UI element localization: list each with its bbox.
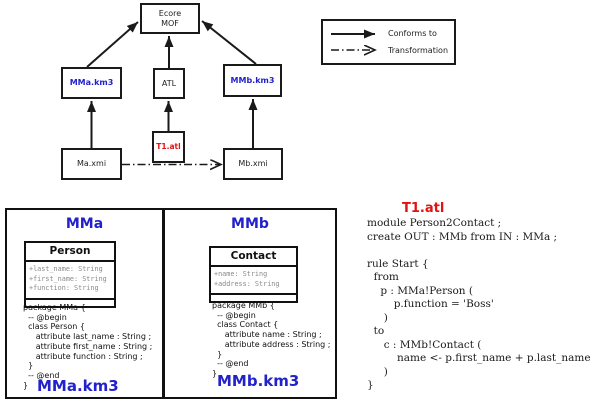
- node-label: Ecore: [158, 8, 182, 18]
- metamodel-panel: MMa Person +last_name: String+first_name…: [5, 208, 337, 399]
- node-t1-atl: T1.atl: [152, 131, 185, 163]
- list-item: +last_name: String: [29, 265, 103, 273]
- solid-arrow-icon: [331, 29, 375, 39]
- legend-row-transformation: Transformation: [329, 44, 448, 56]
- class-name: Person: [26, 243, 114, 262]
- uml-class-person: Person +last_name: String+first_name: St…: [24, 241, 116, 308]
- mma-column: MMa Person +last_name: String+first_name…: [7, 210, 162, 397]
- node-ma-xmi: Ma.xmi: [61, 148, 122, 180]
- mmb-km3-file-label: MMb.km3: [217, 372, 300, 390]
- node-atl: ATL: [153, 68, 185, 99]
- mmb-column: MMb Contact +name: String+address: Strin…: [165, 210, 335, 397]
- uml-class-contact: Contact +name: String+address: String: [209, 246, 298, 303]
- node-label: MOF: [161, 18, 179, 28]
- node-ecore-mof: Ecore MOF: [140, 3, 200, 34]
- list-item: +function: String: [29, 284, 99, 292]
- atl-code-listing: module Person2Contact ; create OUT : MMb…: [367, 217, 591, 391]
- node-mma-km3: MMa.km3: [61, 67, 122, 99]
- mmb-title: MMb: [231, 216, 269, 232]
- panel-divider: [162, 210, 165, 397]
- class-attributes: +name: String+address: String: [211, 267, 296, 295]
- legend-box: Conforms to Transformation: [321, 19, 456, 65]
- node-mb-xmi: Mb.xmi: [223, 148, 283, 180]
- dash-dot-arrow-icon: [331, 44, 379, 56]
- list-item: +name: String: [214, 270, 268, 278]
- atl-file-title: T1.atl: [402, 201, 445, 216]
- legend-label-transformation: Transformation: [388, 45, 449, 55]
- list-item: +first_name: String: [29, 274, 107, 283]
- list-item: +address: String: [214, 279, 280, 288]
- class-attributes: +last_name: String+first_name: String+fu…: [26, 262, 114, 300]
- mma-km3-code: package MMa { -- @begin class Person { a…: [23, 303, 153, 390]
- mma-km3-file-label: MMa.km3: [37, 377, 119, 395]
- node-mmb-km3: MMb.km3: [223, 64, 282, 97]
- mmb-km3-code: package MMb { -- @begin class Contact { …: [212, 301, 331, 378]
- class-name: Contact: [211, 248, 296, 267]
- legend-row-conforms: Conforms to: [329, 28, 448, 40]
- legend-label-conforms: Conforms to: [388, 29, 437, 39]
- mma-title: MMa: [65, 216, 104, 232]
